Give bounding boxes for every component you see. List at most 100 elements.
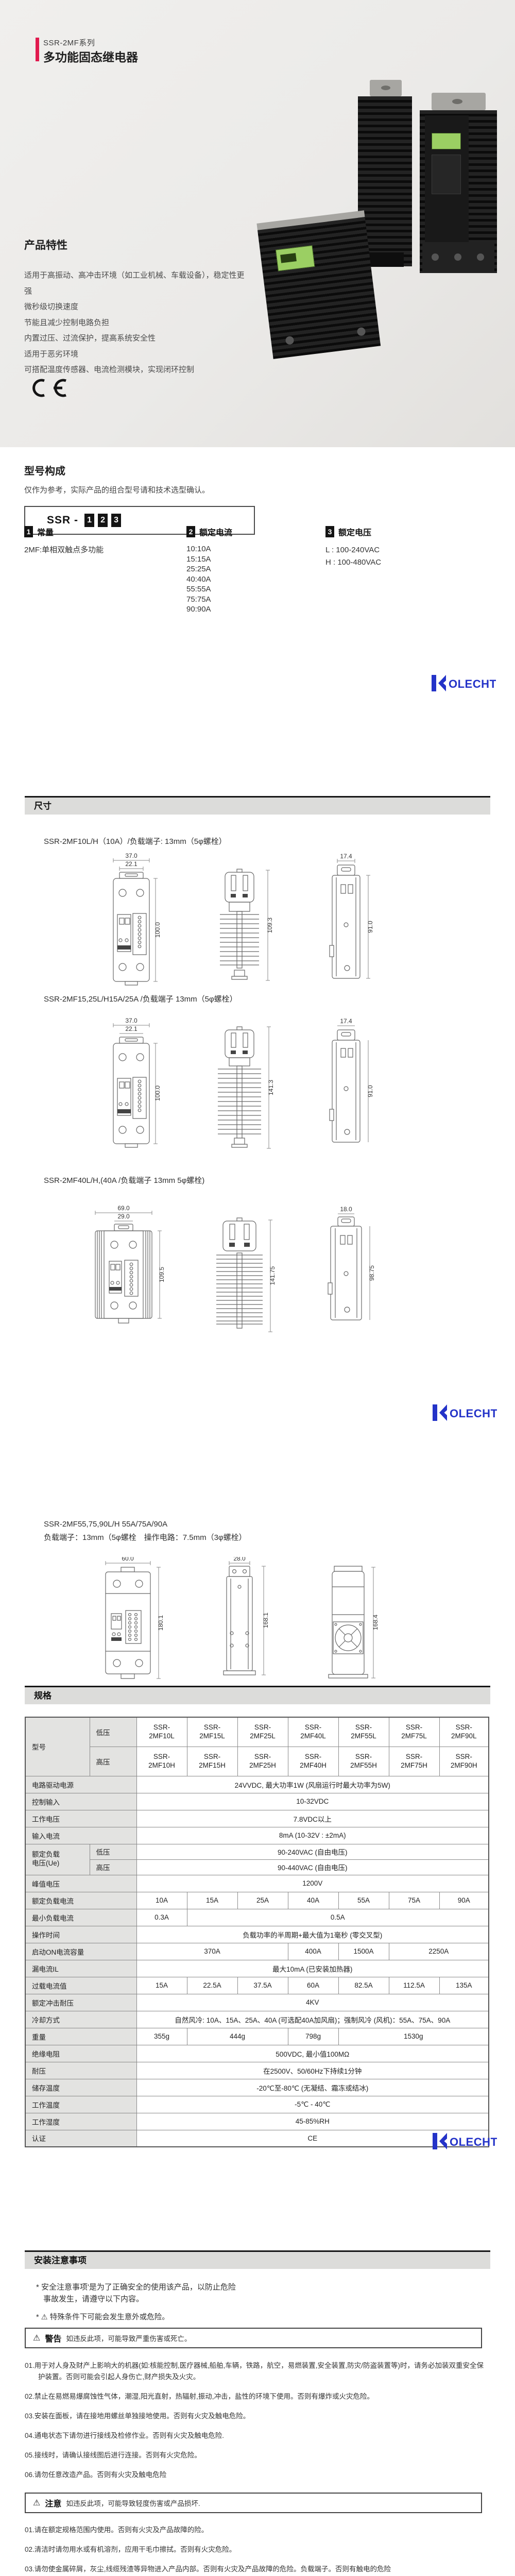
table-row: 冷却方式自然风冷: 10A、15A、25A、40A (可选配40A加风扇)；强制…: [25, 2010, 489, 2028]
dimensions-section-title: 尺寸: [34, 801, 52, 811]
hero-band: SSR-2MF系列 多功能固态继电器 产品特性 适用于高振动、高冲击环境（如工业…: [0, 0, 515, 447]
table-row: 最小负载电流 0.3A 0.5A: [25, 1908, 489, 1926]
model-digit: 1: [84, 514, 95, 527]
column-title: 常量: [37, 529, 54, 537]
spec-value: 1530g: [338, 2027, 489, 2045]
spec-value: 355g: [136, 2027, 187, 2045]
spec-label: 工作温度: [25, 2095, 137, 2113]
spec-value: 2250A: [388, 1942, 489, 1960]
spec-cell: 22.5A: [186, 1976, 238, 1994]
caution-item: 01.请在额定规格范围内使用。否则有火灾及产品故障的险。: [25, 2526, 209, 2534]
feature-item: 可搭配温度传感器、电流检测模块，实现闭环控制: [24, 365, 195, 374]
feature-item: 适用于高振动、高冲击环境（如工业机械、车载设备），稳定性更强: [24, 271, 245, 296]
dim-ear-width: 29.0: [117, 1213, 130, 1220]
dim-right-height: 168.4: [372, 1615, 379, 1630]
spec-cell: SSR- 2MF10H: [136, 1746, 187, 1776]
spec-value: 0.3A: [136, 1908, 187, 1926]
model-option: 25:25A: [186, 565, 211, 573]
model-option: H : 100-480VAC: [325, 558, 382, 567]
spec-value: 24VVDC, 最大功率1W (风扇运行时最大功率为5W): [136, 1775, 489, 1793]
spec-sublabel: 高压: [89, 1859, 137, 1875]
spec-value: 最大10mA (已安装加热器): [136, 1959, 489, 1977]
model-prefix: SSR -: [47, 514, 79, 526]
spec-value: 45-85%RH: [136, 2112, 489, 2130]
spec-cell: SSR- 2MF15L: [186, 1717, 238, 1747]
spec-value: CE: [136, 2129, 489, 2147]
column-title: 额定电流: [199, 529, 233, 537]
spec-label: 控制输入: [25, 1792, 137, 1810]
dim-back-height: 91.0: [367, 921, 374, 933]
drawing-label-line1: SSR-2MF55,75,90L/H 55A/75A/90A: [44, 1520, 168, 1529]
model-option: 40:40A: [186, 574, 211, 584]
spec-sublabel: 低压: [89, 1843, 137, 1860]
warning-item: 04.通电状态下请勿进行接线及检修作业。否则有火灾及触电危险.: [25, 2432, 225, 2439]
warning-triangle-icon: ⚠: [33, 2334, 41, 2343]
dimension-drawing-55-90a: 60.0 180.1 28.0 168.1 168.4: [72, 1557, 379, 1683]
table-row: 额定负载 电压(Ue) 低压 90-240VAC (自由电压): [25, 1843, 489, 1875]
spec-label: 漏电流IL: [25, 1959, 137, 1977]
model-option: 55:55A: [186, 585, 211, 594]
svg-text:OLECHT: OLECHT: [450, 2136, 497, 2148]
relay-base: [367, 252, 404, 267]
spec-label: 电路驱动电源: [25, 1775, 137, 1793]
dim-back-width: 17.4: [340, 853, 352, 860]
table-row: 耐压在2500V、50/60Hz下持续1分钟: [25, 2061, 489, 2079]
spec-cell: 25A: [237, 1891, 288, 1909]
spec-cell: 90A: [439, 1891, 489, 1909]
intro-line2: 事故发生，请遵守以下内容。: [43, 2295, 144, 2303]
dim-front-height: 100.0: [154, 1086, 161, 1101]
dim-front-height: 180.1: [157, 1615, 164, 1631]
caution-box: ⚠ 注意 如违反此项，可能导致轻度伤害或产品损坏.: [25, 2493, 482, 2513]
column-number-badge: 3: [325, 526, 334, 537]
specs-section-bar: 规格: [25, 1686, 490, 1704]
spec-cell: SSR- 2MF40H: [287, 1746, 339, 1776]
spec-cell: SSR- 2MF55H: [338, 1746, 389, 1776]
spec-cell: 37.5A: [237, 1976, 288, 1994]
spec-label: 工作电压: [25, 1809, 137, 1827]
spec-cell: 75A: [388, 1891, 440, 1909]
dimensions-section-bar: 尺寸: [25, 796, 490, 815]
column-title: 额定电压: [338, 529, 372, 537]
dim-middle-width: 28.0: [233, 1557, 246, 1562]
svg-text:OLECHT: OLECHT: [449, 677, 496, 690]
spec-value: 8mA (10-32V : ±2mA): [136, 1826, 489, 1844]
feature-item: 适用于恶劣环境: [24, 349, 79, 359]
features-list: 适用于高振动、高冲击环境（如工业机械、车载设备），稳定性更强微秒级切换速度节能且…: [24, 268, 246, 378]
dim-side-height: 141.3: [267, 1080, 274, 1095]
table-row: 储存温度-20℃至-80℃ (无凝结、霜冻或结冰): [25, 2078, 489, 2096]
spec-value: 4KV: [136, 1993, 489, 2011]
spec-cell: 135A: [439, 1976, 489, 1994]
model-option: L : 100-240VAC: [325, 546, 380, 554]
warning-item: 05.接线时，请确认接线图后进行连接。否则有火灾危险。: [25, 2451, 201, 2459]
spec-label: 启动ON电流容量: [25, 1942, 137, 1960]
spec-cell: 60A: [287, 1976, 339, 1994]
model-column-constant: 1 常量 2MF:单相双触点多功能: [24, 526, 179, 556]
relay-label-panel: [432, 155, 461, 194]
spec-cell: SSR- 2MF15H: [186, 1746, 238, 1776]
spec-value: 负载功率的半周期+最大值为1毫秒 (零交叉型): [136, 1925, 489, 1943]
special-note: * ⚠ 特殊条件下可能会发生意外或危险。: [36, 2313, 169, 2321]
dim-back-width: 17.4: [340, 1018, 352, 1025]
intro-line1: * 安全注意事项'是为了正确安全的使用该产品，以防止危险: [36, 2283, 236, 2292]
spec-label: 额定负载电流: [25, 1891, 137, 1909]
spec-cell: SSR- 2MF75H: [388, 1746, 440, 1776]
dimension-drawing-10a: 37.0 22.1 100.0 109.3 17.4 91.0: [72, 853, 374, 986]
bracket-hole: [452, 99, 462, 104]
caution-item: 03.请勿使金属碎屑，灰尘,线缆残渣等异物进入产品内部。否则有火灾及产品故障的危…: [25, 2565, 391, 2573]
spec-value: 7.8VDC以上: [136, 1809, 489, 1827]
warning-box: ⚠ 警告 如违反此项，可能导致严重伤害或死亡。: [25, 2328, 482, 2348]
features-title: 产品特性: [24, 240, 67, 251]
relay-display: [432, 133, 461, 149]
table-row: 高压 90-440VAC (自由电压): [25, 1859, 489, 1875]
dim-back-height: 98.75: [368, 1265, 375, 1281]
spec-cell: 40A: [287, 1891, 339, 1909]
dimension-drawing-15-25a: 37.0 22.1 100.0 141.3 17.4 91.0: [72, 1018, 374, 1153]
dim-ear-width: 22.1: [125, 1025, 138, 1032]
spec-label: 峰值电压: [25, 1874, 137, 1892]
spec-value: 90-240VAC (自由电压): [136, 1843, 489, 1860]
